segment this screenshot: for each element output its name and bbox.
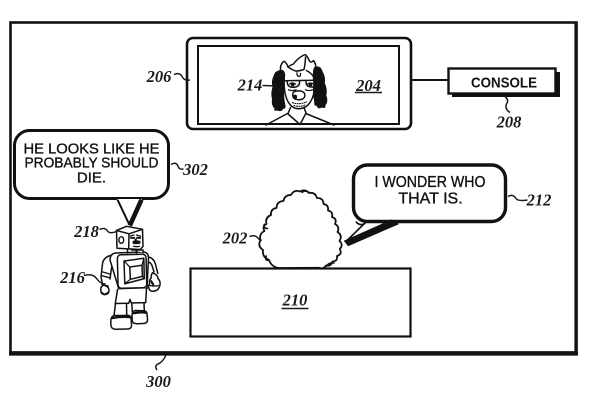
svg-text:210: 210 (282, 291, 308, 310)
svg-text:300: 300 (145, 372, 171, 391)
svg-text:THAT IS.: THAT IS. (398, 191, 462, 208)
svg-text:I WONDER WHO: I WONDER WHO (375, 174, 486, 191)
svg-text:202: 202 (222, 229, 248, 248)
svg-text:PROBABLY SHOULD: PROBABLY SHOULD (25, 155, 159, 172)
svg-text:206: 206 (146, 67, 173, 86)
svg-text:204: 204 (355, 76, 381, 95)
svg-text:DIE.: DIE. (77, 170, 106, 187)
svg-text:302: 302 (182, 160, 208, 179)
svg-text:218: 218 (73, 222, 99, 241)
svg-text:HE LOOKS LIKE HE: HE LOOKS LIKE HE (24, 141, 160, 158)
svg-text:208: 208 (496, 113, 522, 132)
svg-text:214: 214 (237, 76, 263, 95)
svg-text:CONSOLE: CONSOLE (471, 75, 537, 92)
svg-text:212: 212 (526, 191, 552, 210)
svg-text:216: 216 (59, 268, 86, 287)
